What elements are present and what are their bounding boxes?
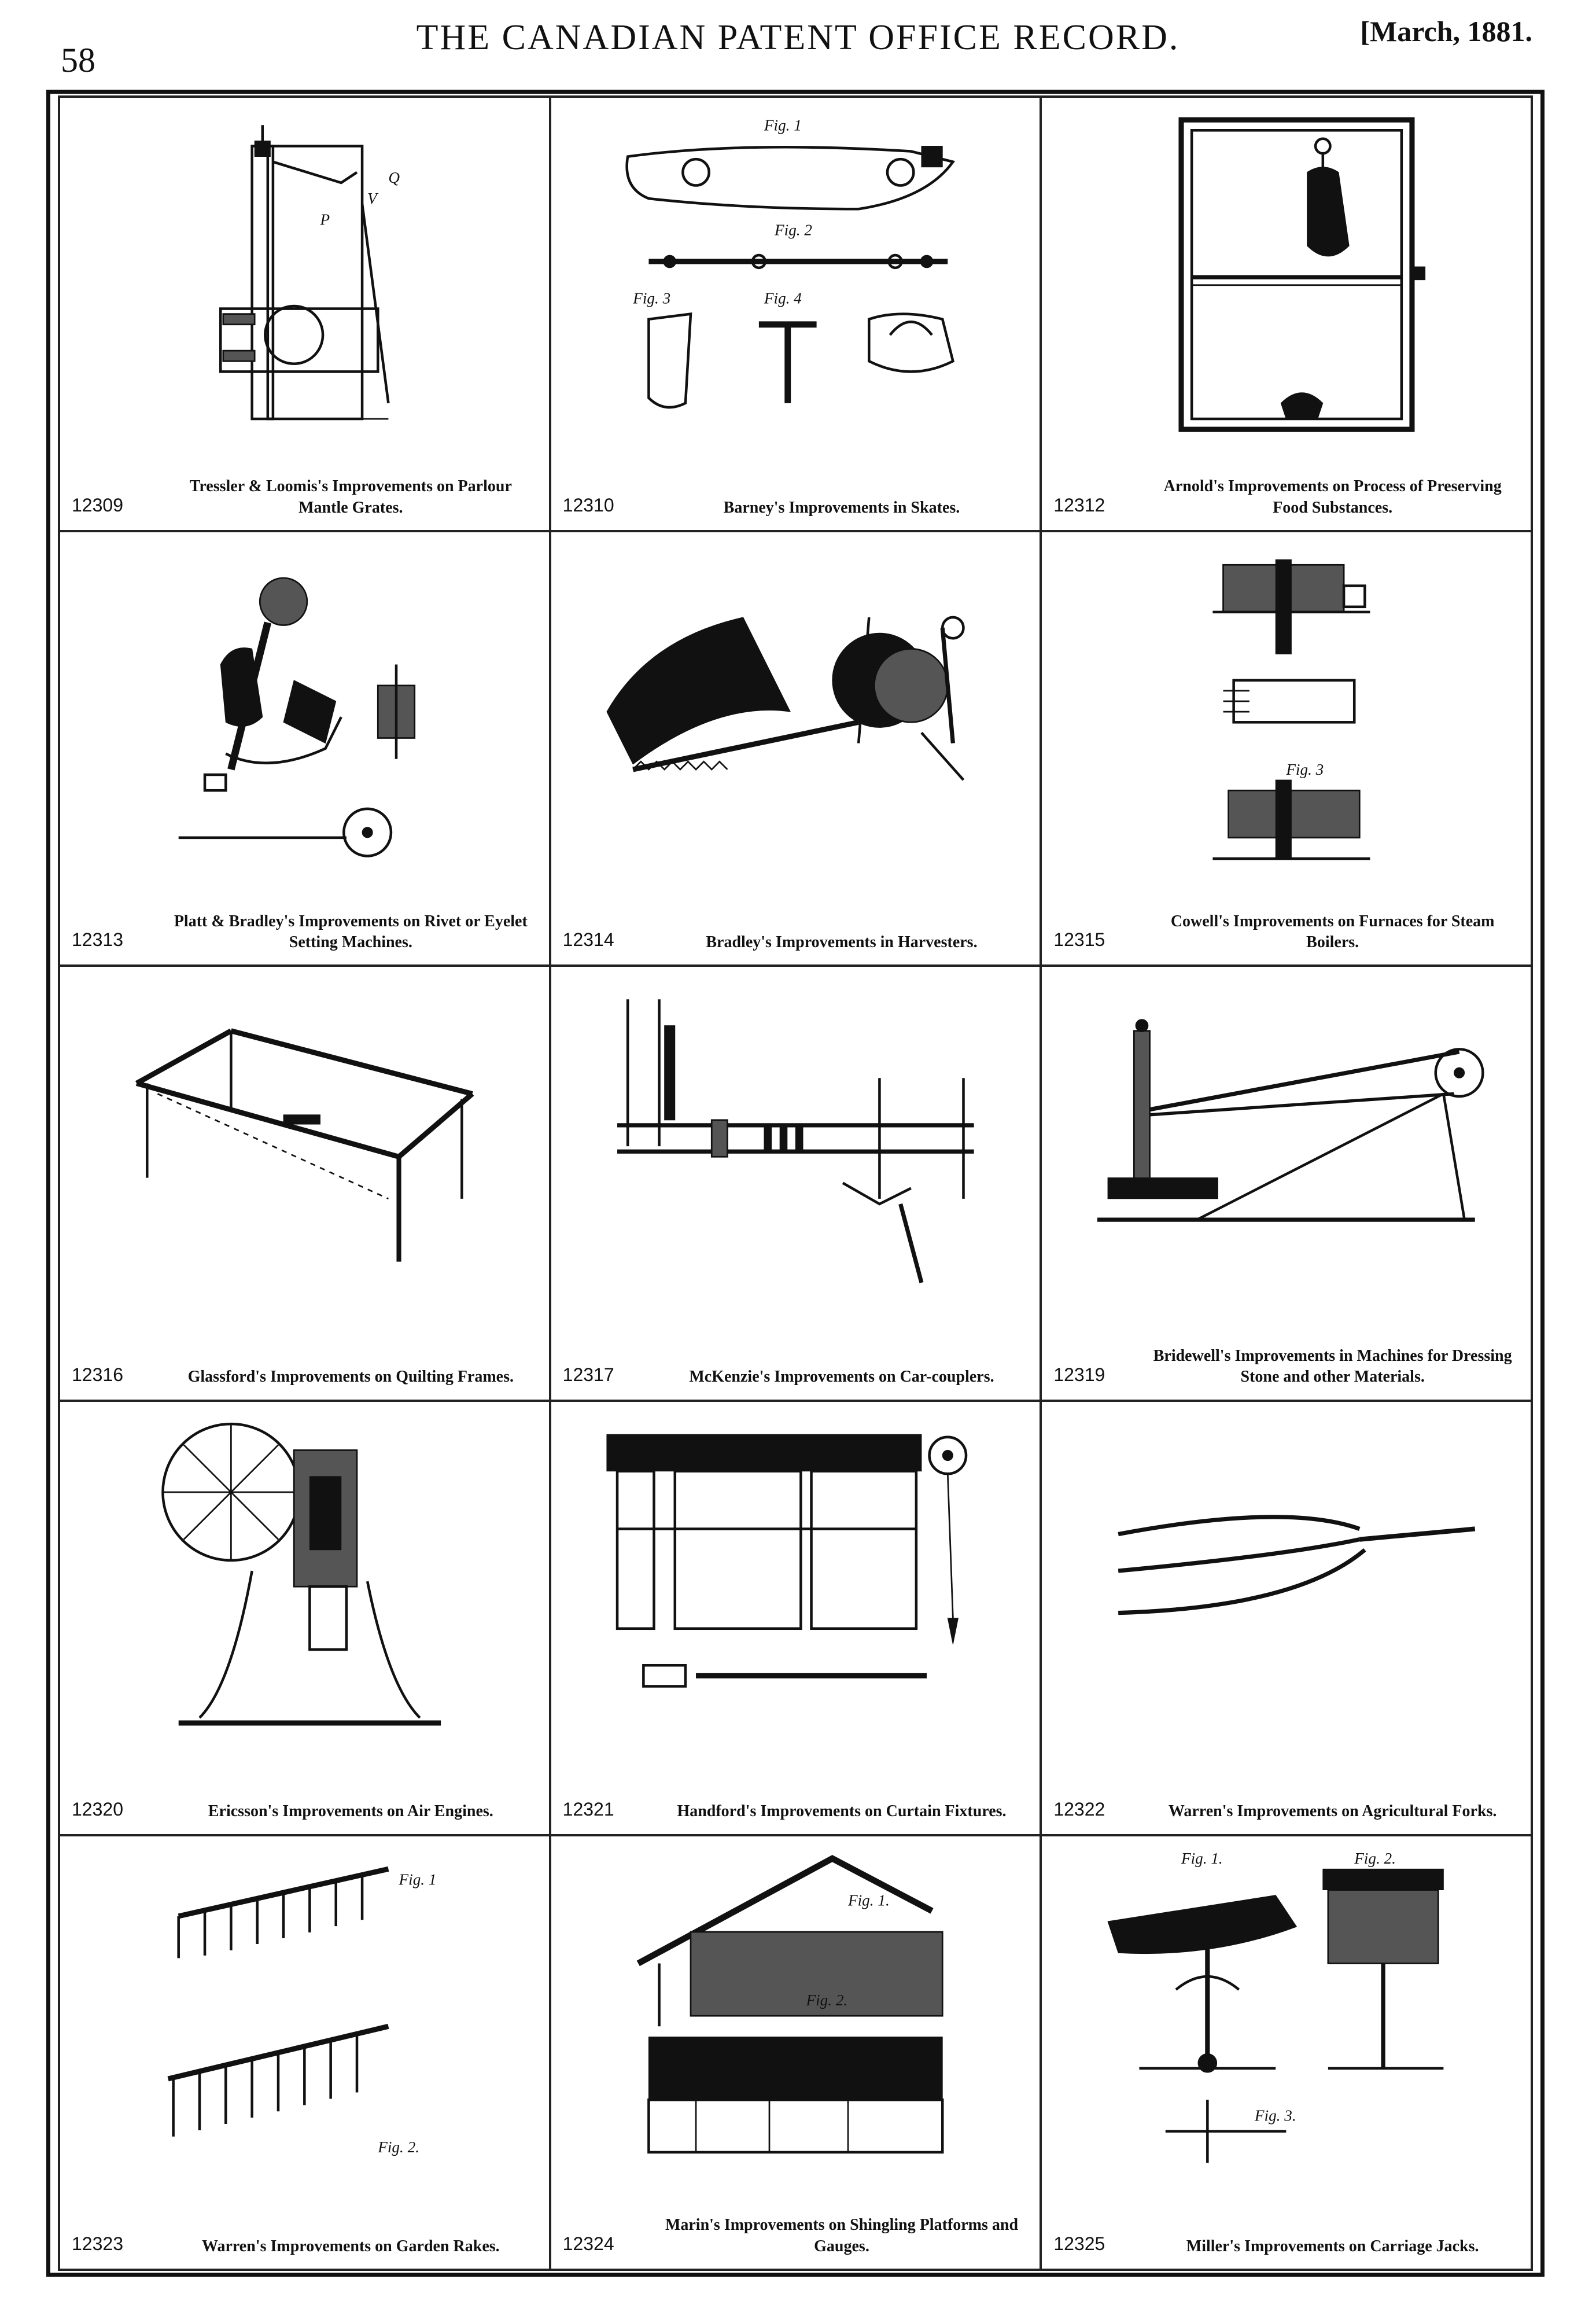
shingling-platform-drawing: Fig. 1. Fig. 2. [569, 1848, 1023, 2173]
stone-dresser-svg [1097, 1019, 1484, 1223]
fork-drawing [1059, 1413, 1513, 1739]
patent-title: Warren's Improvements on Garden Rakes. [202, 2237, 500, 2255]
patent-title: Glassford's Improvements on Quilting Fra… [187, 1368, 514, 1386]
fig-label: Fig. 1 [764, 116, 802, 134]
patent-title: Cowell's Improvements on Furnaces for St… [1170, 912, 1495, 951]
patent-number: 12321 [562, 1798, 614, 1820]
patent-number: 12314 [562, 929, 614, 951]
rivet-machine-svg [178, 577, 416, 857]
quilting-frame-drawing [78, 978, 532, 1304]
air-engine-svg [161, 1422, 441, 1726]
patent-title: Ericsson's Improvements on Air Engines. [208, 1802, 493, 1821]
shingling-platform-svg: Fig. 1. Fig. 2. [636, 1854, 944, 2153]
patent-entry: Fig. 1 Fig. 2. 12323 Warren's Improvemen… [59, 1835, 550, 2270]
patent-entry: 12316 Glassford's Improvements on Quilti… [59, 966, 550, 1401]
patent-title: Bridewell's Improvements in Machines for… [1153, 1346, 1512, 1386]
patent-entry: 12317 McKenzie's Improvements on Car-cou… [550, 966, 1041, 1401]
issue-date: [March, 1881. [1360, 15, 1532, 47]
patent-number: 12313 [72, 929, 123, 951]
patent-entry: 12322 Warren's Improvements on Agricultu… [1041, 1400, 1532, 1835]
patent-title: Bradley's Improvements in Harvesters. [706, 933, 978, 951]
patent-number: 12323 [72, 2233, 123, 2254]
patent-entry: Fig. 3 12315 Cowell's Improvements on Fu… [1041, 531, 1532, 966]
curtain-fixture-svg [606, 1434, 967, 1688]
fig-label: Fig. 1 [399, 1871, 437, 1888]
patent-number: 12324 [562, 2233, 614, 2254]
fig-label: Fig. 1. [847, 1892, 890, 1909]
stone-dresser-drawing [1059, 978, 1513, 1304]
patent-number: 12317 [562, 1364, 614, 1385]
patent-title: Tressler & Loomis's Improvements on Parl… [189, 477, 512, 517]
rake-drawing: Fig. 1 Fig. 2. [78, 1848, 532, 2173]
fork-svg [1118, 1514, 1476, 1615]
patent-entry: 12320 Ericsson's Improvements on Air Eng… [59, 1400, 550, 1835]
patent-entry: 12321 Handford's Improvements on Curtain… [550, 1400, 1041, 1835]
svg-text:Q: Q [388, 169, 400, 186]
patent-grid: V P Q 12309 Tressler & Loomis's Improvem… [58, 95, 1533, 2271]
patent-number: 12309 [72, 495, 123, 516]
fig-label: Fig. 3 [1286, 761, 1324, 778]
quilting-frame-svg [135, 1028, 474, 1262]
air-engine-drawing [78, 1413, 532, 1739]
carriage-jack-drawing: Fig. 1. Fig. 2. Fig. 3. [1059, 1848, 1513, 2173]
patent-title: Barney's Improvements in Skates. [723, 498, 960, 517]
patent-title: McKenzie's Improvements on Car-couplers. [689, 1368, 994, 1386]
curtain-fixture-drawing [569, 1413, 1023, 1739]
skate-svg: Fig. 1 Fig. 2 Fig. 3 Fig. 4 [625, 116, 955, 409]
patent-title: Platt & Bradley's Improvements on Rivet … [174, 912, 528, 951]
patent-number: 12315 [1053, 929, 1105, 951]
rake-svg: Fig. 1 Fig. 2. [167, 1866, 437, 2156]
svg-text:P: P [320, 211, 330, 228]
patent-number: 12316 [72, 1364, 123, 1385]
furnace-svg: Fig. 3 [1212, 559, 1370, 860]
car-coupler-svg [617, 999, 974, 1284]
patent-number: 12325 [1053, 2233, 1105, 2254]
preserving-chamber-svg [1178, 117, 1426, 432]
page-number: 58 [61, 41, 95, 79]
fig-label: Fig. 2. [1354, 1850, 1396, 1867]
fig-label: Fig. 1. [1181, 1850, 1223, 1867]
running-title: THE CANADIAN PATENT OFFICE RECORD. [416, 18, 1180, 57]
mantle-grate-svg: V P Q [219, 125, 400, 421]
patent-entry: Fig. 1 Fig. 2 Fig. 3 Fig. 4 [550, 97, 1041, 532]
patent-entry: 12319 Bridewell's Improvements in Machin… [1041, 966, 1532, 1401]
patent-number: 12312 [1053, 495, 1105, 516]
svg-text:V: V [367, 190, 379, 207]
preserving-chamber-drawing [1059, 109, 1513, 435]
skate-drawing: Fig. 1 Fig. 2 Fig. 3 Fig. 4 [569, 109, 1023, 435]
mantle-grate-drawing: V P Q [78, 109, 532, 435]
fig-label: Fig. 2. [805, 1991, 847, 2009]
patent-number: 12322 [1053, 1798, 1105, 1820]
patent-entry: Fig. 1. Fig. 2. 12324 Marin's Improvemen… [550, 1835, 1041, 2270]
rivet-machine-drawing [78, 544, 532, 869]
patent-entry: 12314 Bradley's Improvements in Harveste… [550, 531, 1041, 966]
patent-title: Arnold's Improvements on Process of Pres… [1163, 477, 1502, 517]
patent-entry: V P Q 12309 Tressler & Loomis's Improvem… [59, 97, 550, 532]
patent-title: Marin's Improvements on Shingling Platfo… [665, 2216, 1019, 2255]
furnace-drawing: Fig. 3 [1059, 544, 1513, 869]
patent-title: Miller's Improvements on Carriage Jacks. [1186, 2237, 1479, 2255]
patent-number: 12320 [72, 1798, 123, 1820]
patent-number: 12310 [562, 495, 614, 516]
patent-title: Handford's Improvements on Curtain Fixtu… [677, 1802, 1007, 1821]
patent-entry: Fig. 1. Fig. 2. Fig. 3. 12325 Miller's I… [1041, 1835, 1532, 2270]
fig-label: Fig. 4 [764, 289, 802, 307]
page-frame [46, 90, 1545, 2277]
patent-number: 12319 [1053, 1364, 1105, 1385]
car-coupler-drawing [569, 978, 1023, 1304]
patent-entry: 12313 Platt & Bradley's Improvements on … [59, 531, 550, 966]
patent-title: Warren's Improvements on Agricultural Fo… [1168, 1802, 1497, 1821]
carriage-jack-svg: Fig. 1. Fig. 2. Fig. 3. [1107, 1850, 1444, 2163]
fig-label: Fig. 2. [377, 2138, 419, 2156]
fig-label: Fig. 3 [632, 289, 670, 307]
fig-label: Fig. 2 [774, 222, 812, 239]
harvester-drawing [569, 544, 1023, 869]
fig-label: Fig. 3. [1254, 2107, 1296, 2124]
harvester-svg [606, 616, 965, 781]
patent-entry: 12312 Arnold's Improvements on Process o… [1041, 97, 1532, 532]
